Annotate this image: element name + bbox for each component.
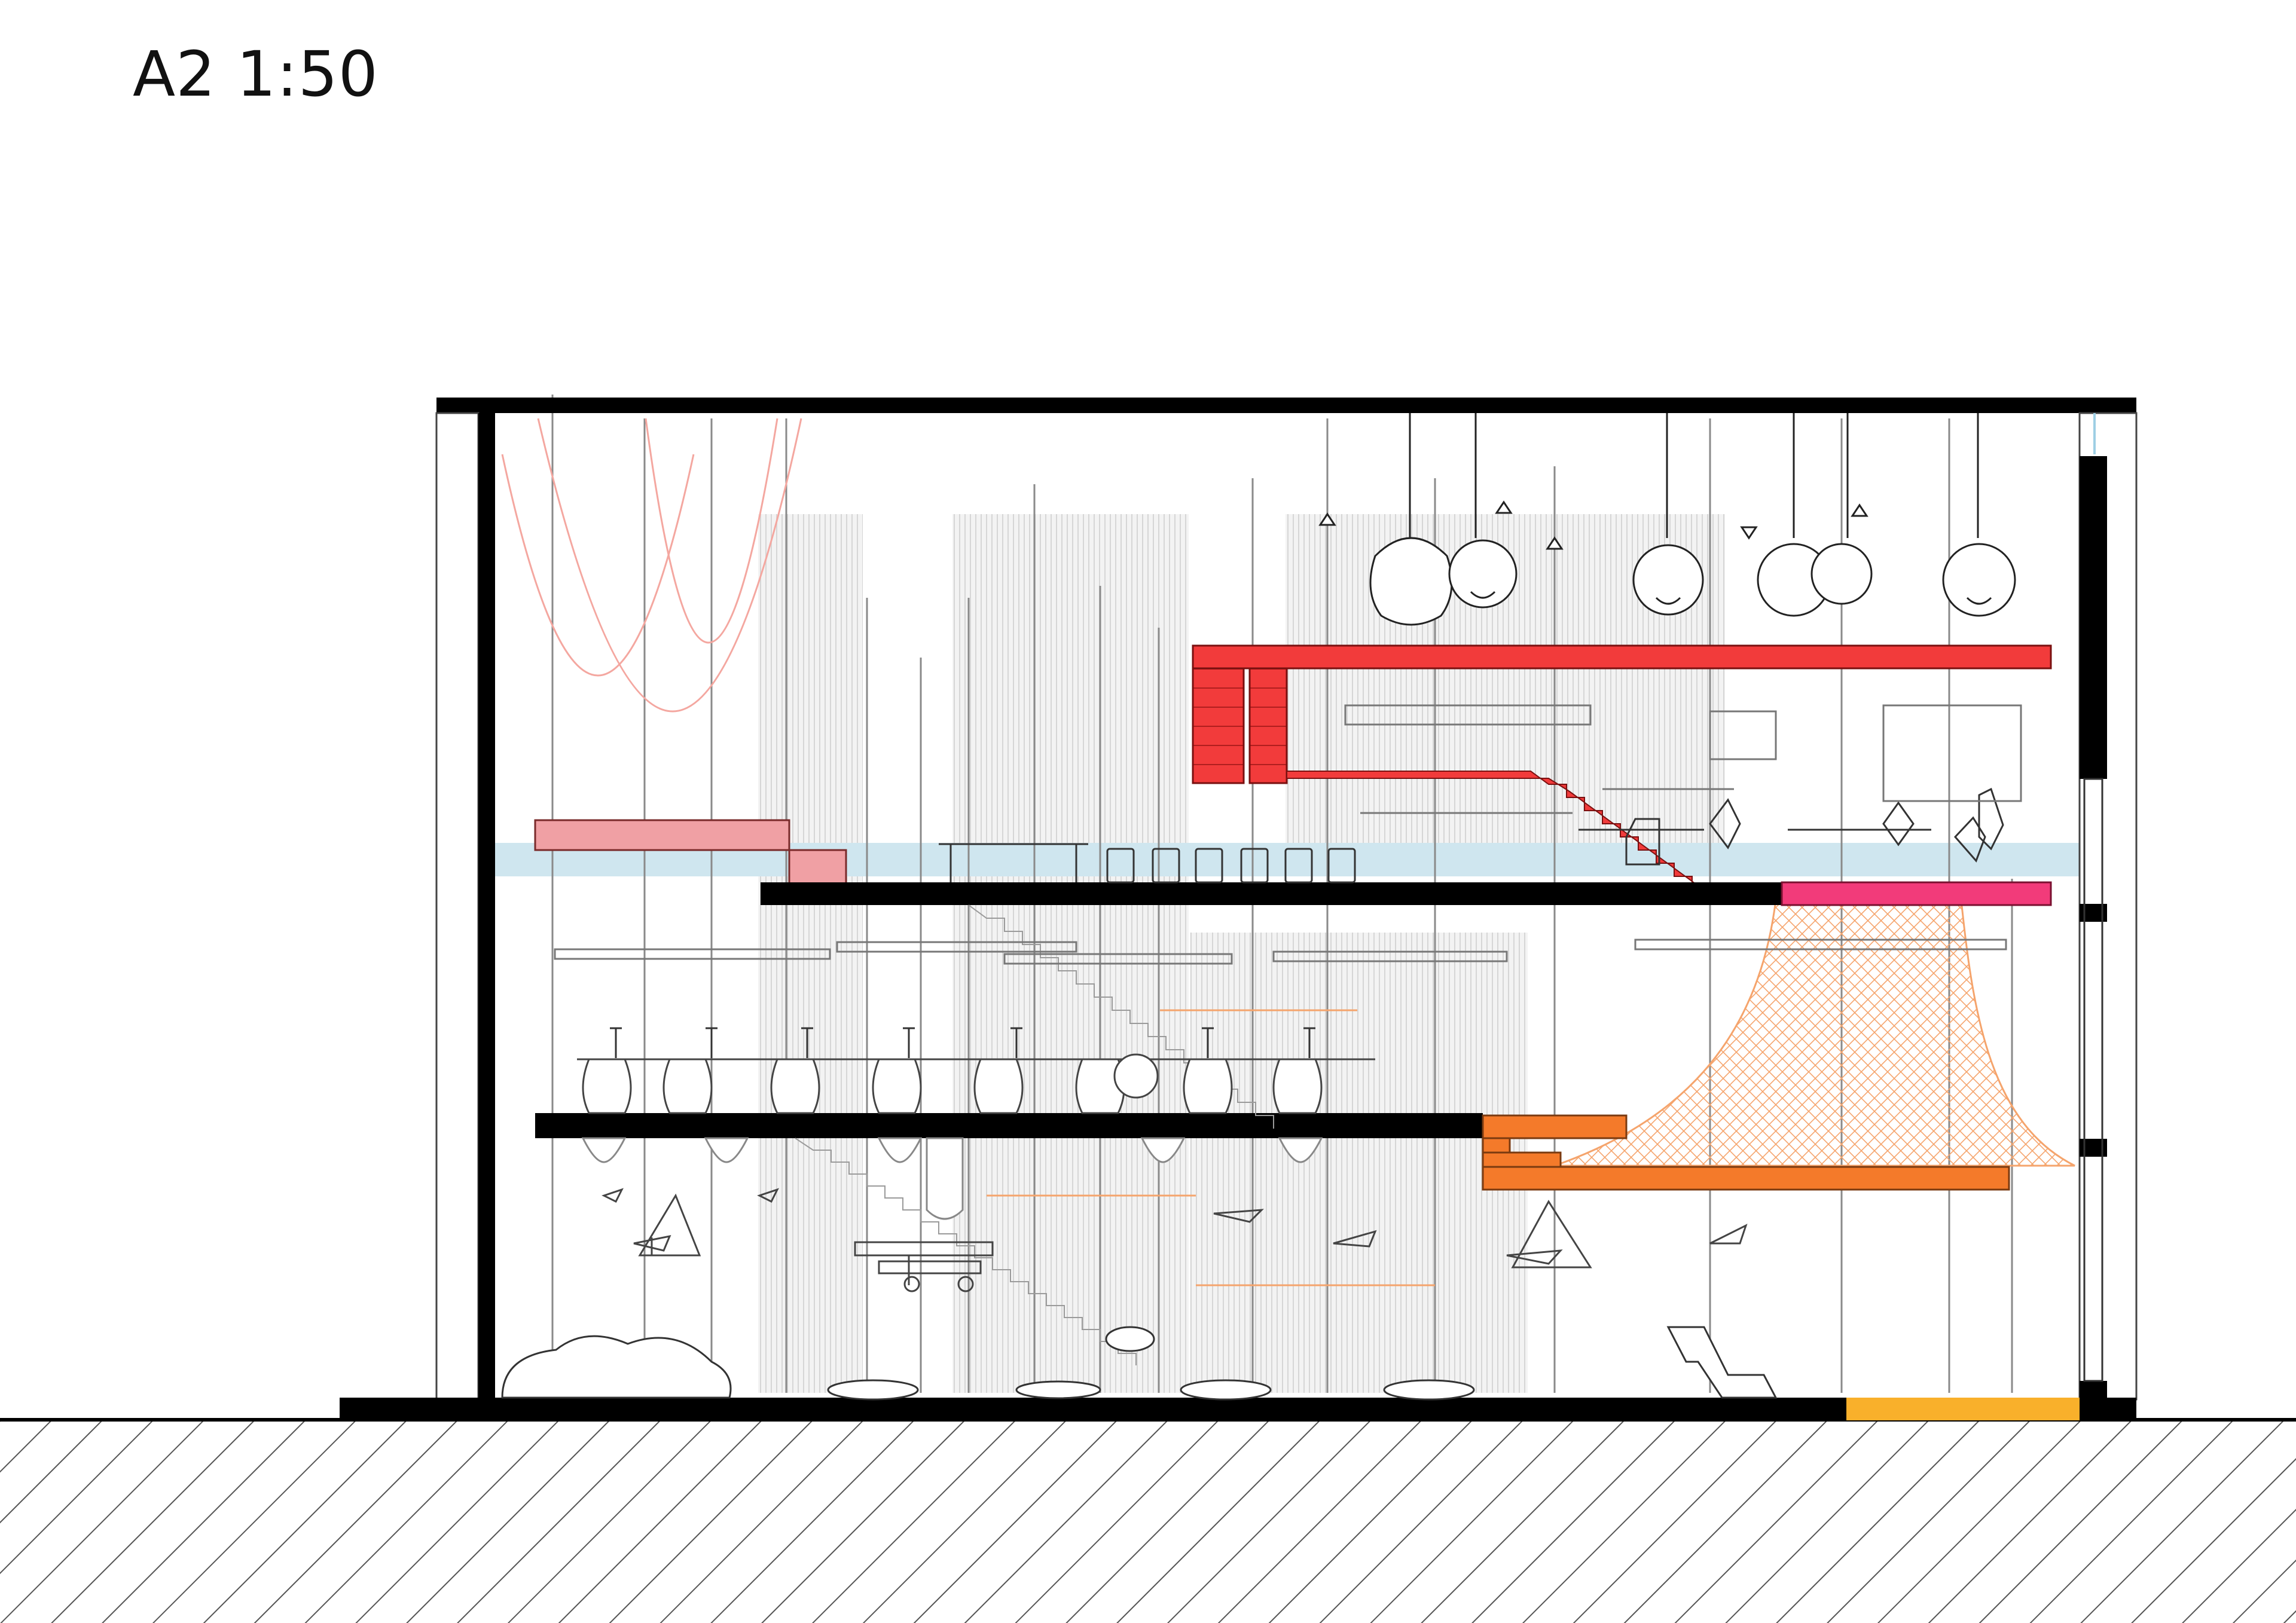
biplane-model-icon [854, 1241, 994, 1292]
ground-hatch [0, 1420, 2296, 1623]
lounge-chair-icon [1666, 1326, 1778, 1399]
left-balcony-step [788, 849, 847, 886]
model-airplane-icon [633, 1234, 671, 1255]
middle-floor-slab [535, 1113, 1483, 1138]
catenary-ropes [501, 418, 802, 713]
ground-slab-right [2080, 1398, 2136, 1420]
roof-slab [436, 398, 2136, 413]
right-glazing-frame [2083, 778, 2103, 1382]
pendant-globe-icon [1369, 413, 1453, 626]
hanging-chair-icon [1448, 413, 1518, 609]
upper-mezzanine [1192, 644, 2052, 890]
model-airplane-icon [1333, 1230, 1377, 1248]
upper-mezzanine-fascia [1192, 667, 1245, 784]
building-envelope [340, 398, 2138, 1420]
ground-slab [340, 1398, 1846, 1420]
swing [638, 1193, 701, 1257]
curtain-panel [1190, 933, 1528, 1393]
model-airplane-icon [1709, 1224, 1748, 1245]
hanging-chair-icon [1810, 413, 1873, 605]
upper-mezzanine-stair [1286, 771, 1723, 890]
aircraft-models [602, 1188, 1748, 1292]
swing [1511, 1200, 1592, 1269]
upper-mezzanine-fascia [1248, 667, 1288, 784]
drawing-title: A2 1:50 [133, 38, 378, 111]
right-column-upper [2080, 456, 2107, 779]
upper-mezzanine-slab [1192, 644, 2052, 670]
model-airplane-icon [602, 1188, 624, 1203]
first-floor-edge [1781, 881, 2052, 906]
middle-mezzanine-step [1482, 1151, 1562, 1168]
pendant-cone [1318, 512, 1336, 526]
under-slab-forms [581, 1137, 1323, 1220]
pendant-cone [1546, 536, 1564, 550]
right-column-base [2080, 1381, 2107, 1399]
left-balcony-slab [534, 819, 790, 851]
bar-stools [1106, 848, 1356, 884]
pendant-cone [1495, 500, 1513, 514]
entrance-threshold [1846, 1398, 2080, 1420]
beanbag-icon [501, 1335, 732, 1399]
pendant-cone [1851, 503, 1868, 517]
upper-furniture [939, 787, 2004, 884]
hanging-chair-icon [1942, 413, 2016, 617]
cafe-table-lamps [610, 1027, 1315, 1058]
model-airplane-icon [1213, 1209, 1264, 1223]
middle-mezzanine-step [1482, 1137, 1511, 1154]
middle-mezzanine [1482, 1114, 2010, 1191]
ground-floor-objects [501, 1326, 1778, 1401]
beanbag-icon [1383, 1379, 1475, 1401]
pendant-lamps [1318, 413, 2016, 626]
ceiling-fixtures [554, 704, 2022, 965]
beanbag-icon [827, 1379, 919, 1401]
ground [0, 1418, 2296, 1623]
middle-mezzanine-step [1482, 1114, 1628, 1139]
left-balcony [534, 819, 847, 886]
pendant-cone [1740, 526, 1758, 540]
beanbag-icon [1180, 1379, 1272, 1401]
first-floor-slab [761, 882, 1782, 905]
model-airplane-icon [757, 1188, 779, 1203]
hanging-rods [551, 395, 2013, 1393]
curtain-panel [758, 514, 863, 1393]
middle-level-seating [577, 1053, 1375, 1114]
left-wall-outline [435, 412, 480, 1401]
model-airplane-icon [1506, 1249, 1563, 1265]
left-wall [478, 413, 495, 1399]
beanbag-icon [1015, 1380, 1101, 1399]
beanbag-icon [1105, 1326, 1155, 1352]
middle-mezzanine-slab [1482, 1166, 2010, 1191]
hanging-chair-icon [1632, 413, 1704, 616]
